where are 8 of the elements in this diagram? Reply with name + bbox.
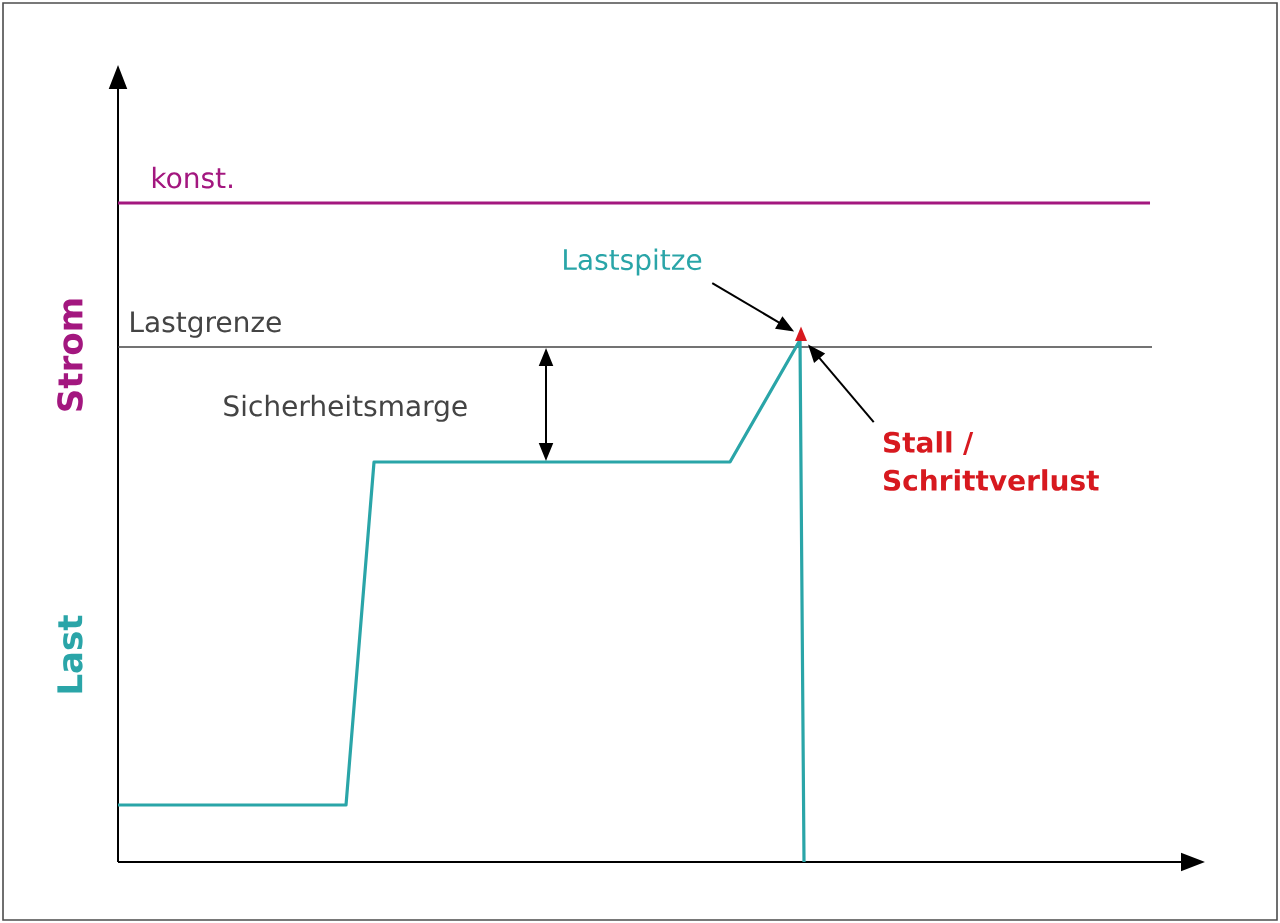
callout-text: Stall / Schrittverlust: [884, 431, 1099, 491]
dimension-label: Sicherheitsmarge: [224, 394, 467, 422]
line-label: Lastgrenze: [131, 311, 281, 338]
line-label: konst.: [152, 166, 232, 189]
axis-title: Last: [57, 615, 83, 693]
axis-title: Strom: [57, 299, 83, 411]
callout-text: Lastspitze: [564, 248, 702, 276]
peak-tip: [795, 326, 807, 341]
